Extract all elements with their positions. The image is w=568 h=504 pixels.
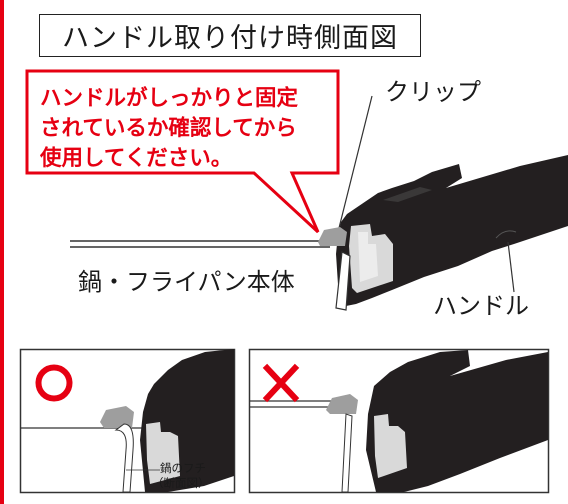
circle-mark-icon [35,364,73,402]
rim-label: 鍋のフチ [160,461,206,475]
clip-illustration [318,227,347,246]
pan-body-label: 鍋・フライパン本体 [78,268,295,296]
warning-line-1: ハンドルがしっかりと固定 [40,86,299,111]
good-example-panel [19,348,236,494]
handle-illustration [336,155,568,306]
warning-message: ハンドルがしっかりと固定 されているか確認してから 使用してください。 [40,84,330,174]
handle-leader-line [507,241,515,293]
warning-line-3: 使用してください。 [40,146,233,171]
rim-sublabel: （断面図） [152,476,210,490]
left-accent-bar [0,0,4,504]
bad-example-panel [248,348,550,494]
diagram-title-text: ハンドル取り付け時側面図 [62,23,398,54]
clip-label: クリップ [385,78,481,106]
warning-line-2: されているか確認してから [40,116,297,141]
warning-callout-bubble [25,69,340,234]
cross-mark-icon [262,363,300,403]
handle-label: ハンドル [433,292,529,320]
clip-leader-line [338,95,373,229]
pan-rim-lines [70,231,345,248]
pan-wall [335,251,351,311]
diagram-title: ハンドル取り付け時側面図 [39,14,421,57]
